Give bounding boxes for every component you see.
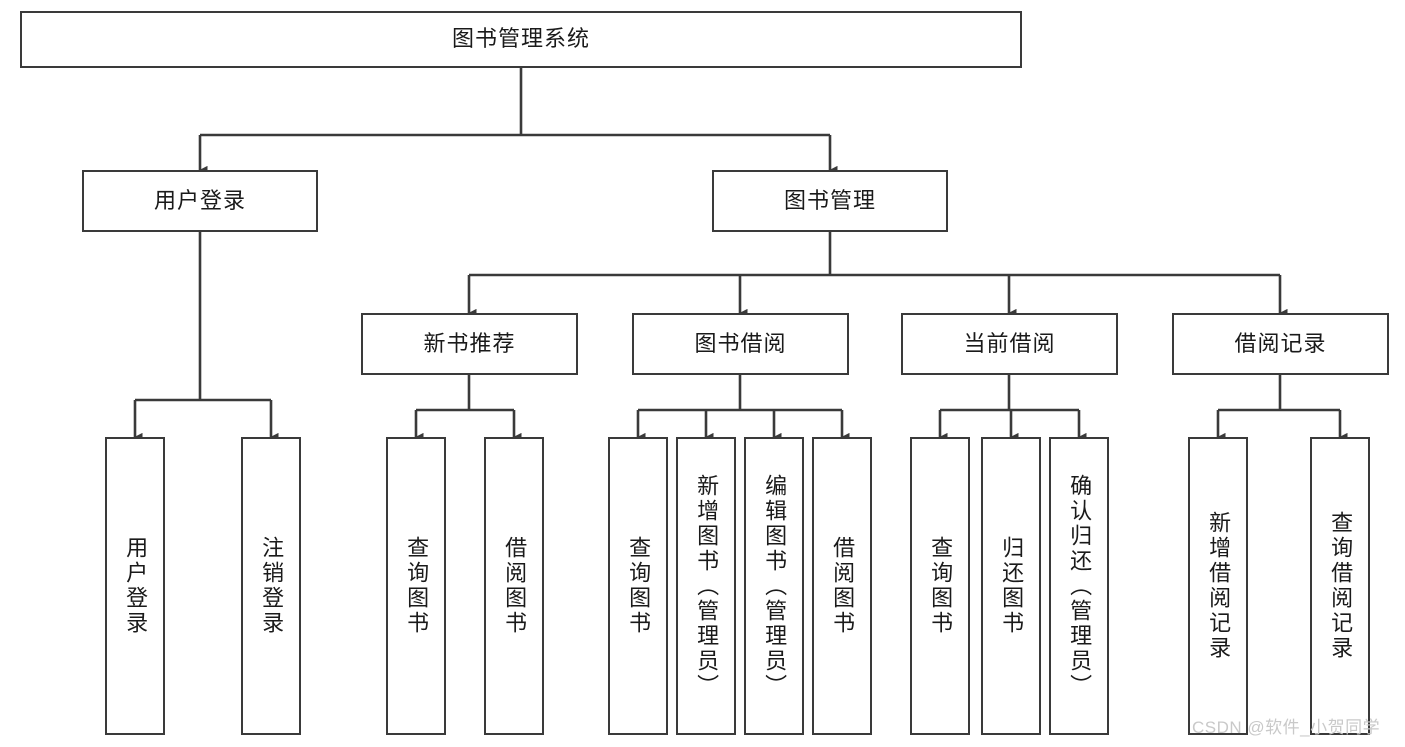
- node-label: 新书推荐: [423, 330, 516, 356]
- leaf-node-leaf-add-record[interactable]: 新增借阅记录: [1188, 437, 1248, 735]
- leaf-node-leaf-add-book[interactable]: 新增图书（管理员）: [676, 437, 736, 735]
- level3-node-book-borrow[interactable]: 图书借阅: [632, 313, 849, 375]
- node-label: 借阅记录: [1234, 330, 1327, 356]
- node-label: 归还图书: [999, 536, 1025, 636]
- node-label: 借阅图书: [830, 536, 856, 636]
- leaf-node-leaf-user-login[interactable]: 用户登录: [105, 437, 165, 735]
- leaf-node-leaf-edit-book[interactable]: 编辑图书（管理员）: [744, 437, 804, 735]
- level3-node-borrow-record[interactable]: 借阅记录: [1172, 313, 1389, 375]
- node-label: 新增图书（管理员）: [694, 473, 720, 699]
- node-label: 查询借阅记录: [1328, 511, 1354, 661]
- node-label: 查询图书: [404, 536, 430, 636]
- leaf-node-leaf-return-book[interactable]: 归还图书: [981, 437, 1041, 735]
- node-label: 编辑图书（管理员）: [762, 473, 788, 699]
- node-label: 借阅图书: [502, 536, 528, 636]
- leaf-node-leaf-query-record[interactable]: 查询借阅记录: [1310, 437, 1370, 735]
- leaf-node-leaf-confirm-return[interactable]: 确认归还（管理员）: [1049, 437, 1109, 735]
- leaf-node-leaf-query-book-rec[interactable]: 查询图书: [386, 437, 446, 735]
- node-label: 查询图书: [928, 536, 954, 636]
- csdn-watermark: CSDN @软件_小贺同学: [1192, 718, 1381, 737]
- node-label: 注销登录: [259, 536, 285, 636]
- node-label: 确认归还（管理员）: [1067, 473, 1093, 699]
- node-label: 新增借阅记录: [1206, 511, 1232, 661]
- leaf-node-leaf-query-book-borrow[interactable]: 查询图书: [608, 437, 668, 735]
- node-label: 查询图书: [626, 536, 652, 636]
- level2-node-user-login[interactable]: 用户登录: [82, 170, 318, 232]
- leaf-node-leaf-borrow-book[interactable]: 借阅图书: [812, 437, 872, 735]
- node-label: 当前借阅: [963, 330, 1056, 356]
- root-node-root[interactable]: 图书管理系统: [20, 11, 1022, 68]
- node-label: 用户登录: [153, 187, 246, 213]
- node-label: 图书借阅: [694, 330, 787, 356]
- node-label: 图书管理系统: [451, 26, 590, 52]
- leaf-node-leaf-query-book-cur[interactable]: 查询图书: [910, 437, 970, 735]
- leaf-node-leaf-borrow-book-rec[interactable]: 借阅图书: [484, 437, 544, 735]
- node-label: 用户登录: [123, 536, 149, 636]
- level3-node-current-borrow[interactable]: 当前借阅: [901, 313, 1118, 375]
- level3-node-new-book-rec[interactable]: 新书推荐: [361, 313, 578, 375]
- level2-node-book-manage[interactable]: 图书管理: [712, 170, 948, 232]
- leaf-node-leaf-logout[interactable]: 注销登录: [241, 437, 301, 735]
- node-label: 图书管理: [783, 187, 876, 213]
